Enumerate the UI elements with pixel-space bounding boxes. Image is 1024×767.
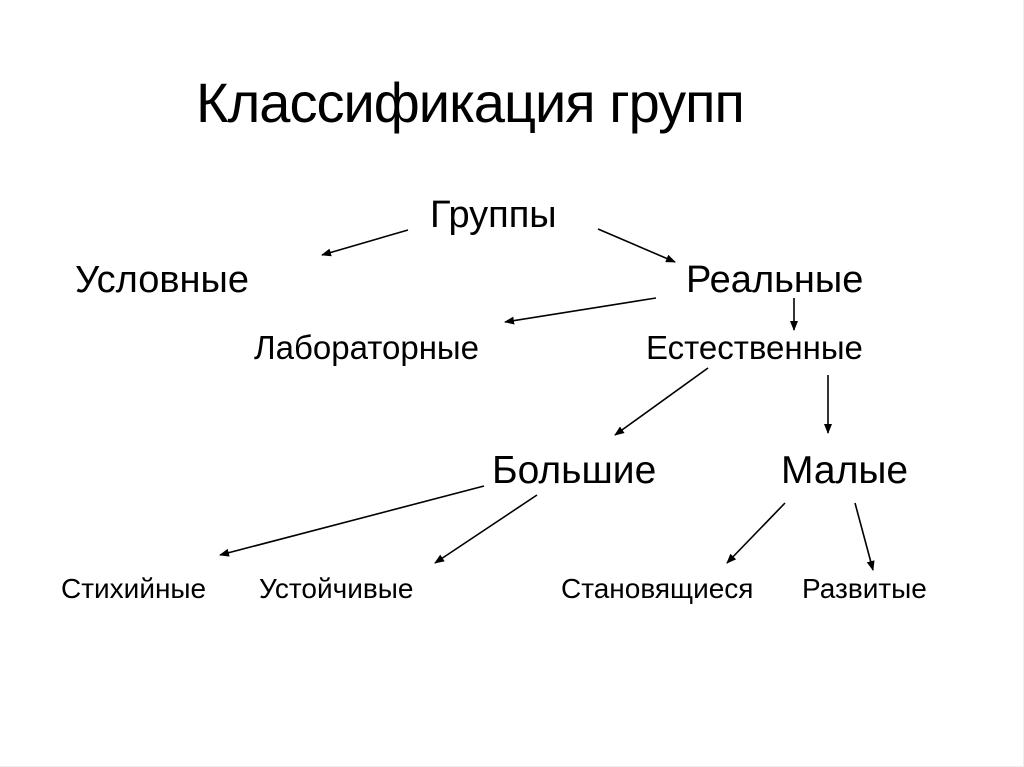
- node-natural: Естественные: [646, 329, 863, 366]
- node-stable: Устойчивые: [259, 573, 414, 604]
- node-conditional: Условные: [75, 259, 249, 301]
- node-laboratory: Лабораторные: [254, 329, 479, 366]
- arrow-natural-large-icon: [614, 367, 709, 436]
- arrow-groups-conditional-icon: [321, 229, 409, 257]
- node-small: Малые: [781, 449, 909, 492]
- arrow-small-emerging-icon: [726, 502, 786, 564]
- arrow-groups-real-icon: [597, 228, 676, 263]
- node-emerging: Становящиеся: [561, 573, 754, 604]
- node-spontaneous: Стихийные: [61, 573, 207, 604]
- node-developed: Развитые: [802, 573, 927, 604]
- slide-title: Классификация групп: [196, 71, 745, 134]
- node-large: Большие: [492, 449, 657, 492]
- arrow-real-laboratory-icon: [504, 297, 657, 325]
- arrow-small-developed-icon: [854, 502, 875, 571]
- arrow-large-stable-icon: [434, 494, 538, 564]
- node-real: Реальные: [686, 259, 864, 301]
- node-groups: Группы: [430, 194, 557, 236]
- arrow-large-spontaneous-icon: [219, 485, 485, 557]
